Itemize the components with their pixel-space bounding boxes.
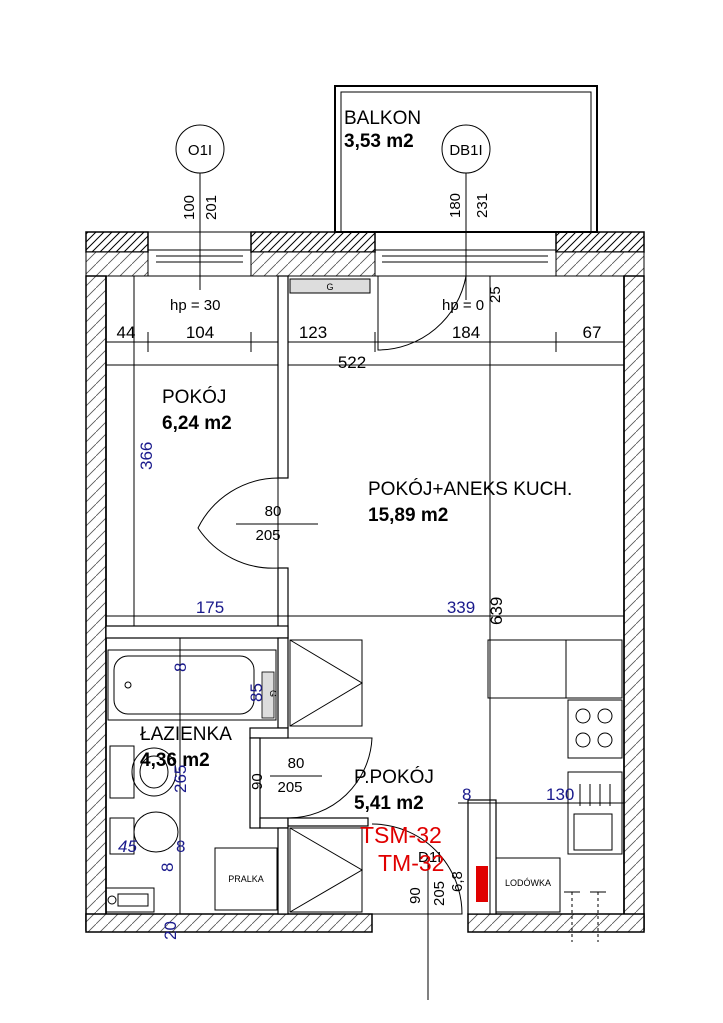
fridge-label: LODÓWKA [505, 878, 551, 888]
balcony-name: BALKON [344, 108, 421, 129]
hall-area: 5,41 m2 [354, 793, 424, 814]
vertical-dim-lines [133, 276, 491, 914]
wardrobe-lower [289, 827, 363, 913]
window-marker-right-label: DB1I [449, 142, 482, 159]
bathroom-name: ŁAZIENKA [140, 724, 232, 745]
top-dimension-line [105, 332, 625, 372]
window-marker-left-label: O1I [188, 142, 212, 159]
balcony-door-swing [377, 275, 467, 351]
bath-tub-dim: 85 [247, 683, 266, 702]
taps [564, 891, 606, 942]
bath-wall-dim: 8 [171, 663, 190, 672]
hp-left: hp = 30 [170, 297, 220, 314]
room-area: 6,24 m2 [162, 413, 232, 434]
room-door-swing [197, 477, 279, 569]
gas-label: G [326, 282, 333, 292]
living-area: 15,89 m2 [368, 505, 448, 526]
bath-bottom-dim: 20 [161, 921, 180, 940]
bath-height-dim: 265 [171, 765, 190, 793]
hp-right: hp = 0 [442, 297, 484, 314]
sink [567, 771, 623, 855]
mid-dim-left: 175 [196, 598, 224, 617]
toilet [109, 811, 179, 855]
window-left-dim-a: 100 [181, 195, 198, 220]
tsm-label: TSM-32 [360, 822, 442, 848]
top-dim-3: 123 [299, 323, 327, 342]
outer-walls [85, 231, 645, 933]
bath-small-dim-2: 8 [176, 837, 185, 856]
room-height-dim: 366 [137, 442, 156, 470]
window-left-dim-b: 201 [203, 195, 220, 220]
window-marker-left [175, 124, 225, 290]
top-dim-2: 104 [186, 323, 214, 342]
entry-marker-label: D1I [418, 849, 441, 866]
wardrobe-upper [289, 639, 363, 727]
top-dim-5: 67 [583, 323, 602, 342]
window-right-dim-b: 231 [474, 193, 491, 218]
tub-panel [261, 671, 275, 719]
bath-door-swing [287, 737, 373, 819]
entry-door-height: 205 [431, 881, 448, 906]
room-name: POKÓJ [162, 386, 226, 408]
bath-door-side: 90 [249, 773, 266, 790]
washbasin [109, 745, 177, 799]
window-marker-right [441, 124, 491, 300]
entry-door-swing [371, 823, 463, 915]
mid-dim-right: 339 [447, 598, 475, 617]
window-right-dim-a: 180 [447, 193, 464, 218]
entry-small-dim: 6,8 [449, 871, 466, 892]
living-name: POKÓJ+ANEKS KUCH. [368, 478, 572, 500]
top-dim-1: 44 [117, 323, 136, 342]
washing-machine [214, 847, 278, 911]
interior-walls [105, 275, 497, 915]
kitchen-wall-dim: 8 [462, 785, 471, 804]
right-sill-dim: 25 [487, 286, 504, 303]
riser-box [105, 887, 155, 913]
kitchen-length-dim: 130 [546, 785, 574, 804]
fridge [495, 857, 561, 913]
room-door-width: 80 [265, 503, 282, 520]
bath-small-dim-3: 8 [158, 863, 177, 872]
riser-red [476, 866, 488, 902]
tub-g-label: G [268, 690, 278, 697]
room-door-height: 205 [255, 527, 280, 544]
hall-name: P.POKÓJ [354, 766, 434, 788]
bath-small-dim-1: 45 [118, 837, 137, 856]
kitchen-counter [487, 639, 623, 699]
washer-label: PRALKA [228, 874, 264, 884]
cooktop [567, 699, 623, 759]
living-height-dim: 639 [487, 597, 506, 625]
balcony-area: 3,53 m2 [344, 131, 414, 152]
total-width-dim: 522 [338, 353, 366, 372]
tm-label: TM-32 [378, 850, 444, 876]
bathroom-area: 4,36 m2 [140, 750, 210, 771]
gas-meter [289, 278, 371, 294]
bath-door-width: 80 [288, 755, 305, 772]
bath-door-height: 205 [277, 779, 302, 796]
entry-door-width: 90 [407, 887, 424, 904]
top-dim-4: 184 [452, 323, 480, 342]
bathtub [107, 649, 277, 721]
